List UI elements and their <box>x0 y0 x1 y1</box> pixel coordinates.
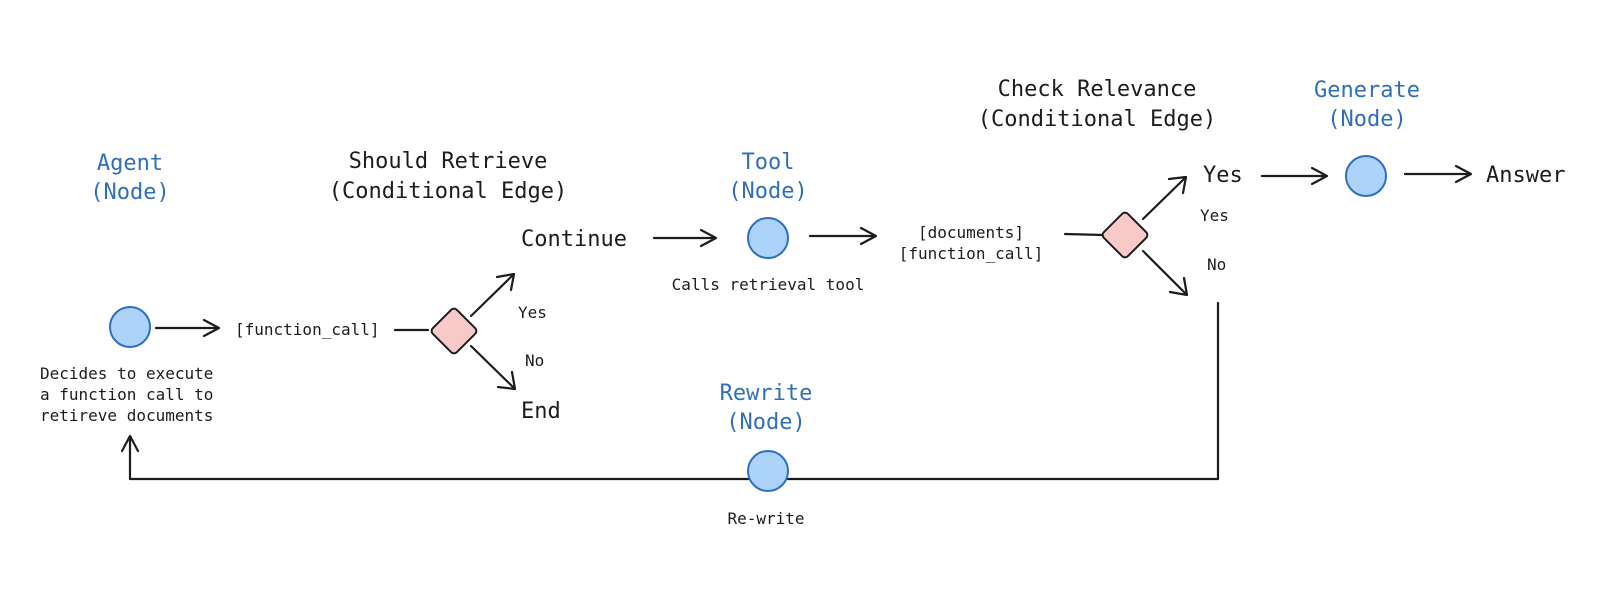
should-retrieve-yes-arrowhead <box>495 272 516 292</box>
generate-subtitle: (Node) <box>1327 107 1406 132</box>
check-relevance-no-arrowhead <box>1168 276 1189 297</box>
should-retrieve-yes-edge <box>469 273 515 318</box>
agent-desc-line3: retireve documents <box>40 406 213 425</box>
tool-desc: Calls retrieval tool <box>672 275 865 294</box>
rewrite-title: Rewrite <box>720 381 813 406</box>
output-to-diamond-line <box>1063 232 1106 237</box>
check-relevance-title: Check Relevance <box>998 77 1197 102</box>
should-retrieve-no-label: No <box>525 351 544 370</box>
should-retrieve-no-edge <box>469 344 516 390</box>
tool-title: Tool <box>742 150 795 175</box>
agent-subtitle: (Node) <box>90 180 169 205</box>
check-relevance-yes-edge <box>1141 176 1187 221</box>
agent-output-label: [function_call] <box>235 320 380 339</box>
agent-to-function-call-arrowhead <box>202 318 221 338</box>
rewrite-node[interactable] <box>747 450 789 492</box>
check-relevance-diamond[interactable] <box>1101 211 1149 259</box>
should-retrieve-subtitle: (Conditional Edge) <box>329 179 567 204</box>
should-retrieve-no-arrowhead <box>496 370 517 391</box>
generate-title: Generate <box>1314 78 1420 103</box>
check-relevance-subtitle: (Conditional Edge) <box>978 107 1216 132</box>
tool-output-line2: [function_call] <box>899 244 1044 263</box>
tool-node[interactable] <box>747 217 789 259</box>
rewrite-desc: Re-write <box>727 509 804 528</box>
generate-to-answer-arrowhead <box>1454 164 1473 184</box>
agent-node[interactable] <box>109 306 151 348</box>
rewrite-subtitle: (Node) <box>726 410 805 435</box>
continue-label: Continue <box>521 227 627 252</box>
check-relevance-yes-arrowhead <box>1167 175 1188 195</box>
generate-node[interactable] <box>1345 155 1387 197</box>
should-retrieve-title: Should Retrieve <box>349 149 548 174</box>
check-relevance-yes-small: Yes <box>1200 206 1229 225</box>
yes-to-generate-arrowhead <box>1310 166 1329 186</box>
tool-to-output-arrowhead <box>859 226 878 246</box>
check-relevance-no-small: No <box>1207 255 1226 274</box>
rewrite-loop-edge <box>128 301 1220 481</box>
answer-label: Answer <box>1486 163 1565 188</box>
rewrite-loop-arrowhead <box>120 434 140 453</box>
agent-desc-line2: a function call to <box>40 385 213 404</box>
should-retrieve-yes-label: Yes <box>518 303 547 322</box>
check-relevance-yes-big: Yes <box>1203 163 1243 188</box>
should-retrieve-diamond[interactable] <box>430 307 478 355</box>
agent-title: Agent <box>97 151 163 176</box>
tool-subtitle: (Node) <box>728 179 807 204</box>
tool-output-line1: [documents] <box>918 223 1024 242</box>
agent-desc-line1: Decides to execute <box>40 364 213 383</box>
check-relevance-no-edge <box>1141 249 1188 296</box>
continue-to-tool-arrowhead <box>699 228 718 248</box>
end-label: End <box>521 399 561 424</box>
